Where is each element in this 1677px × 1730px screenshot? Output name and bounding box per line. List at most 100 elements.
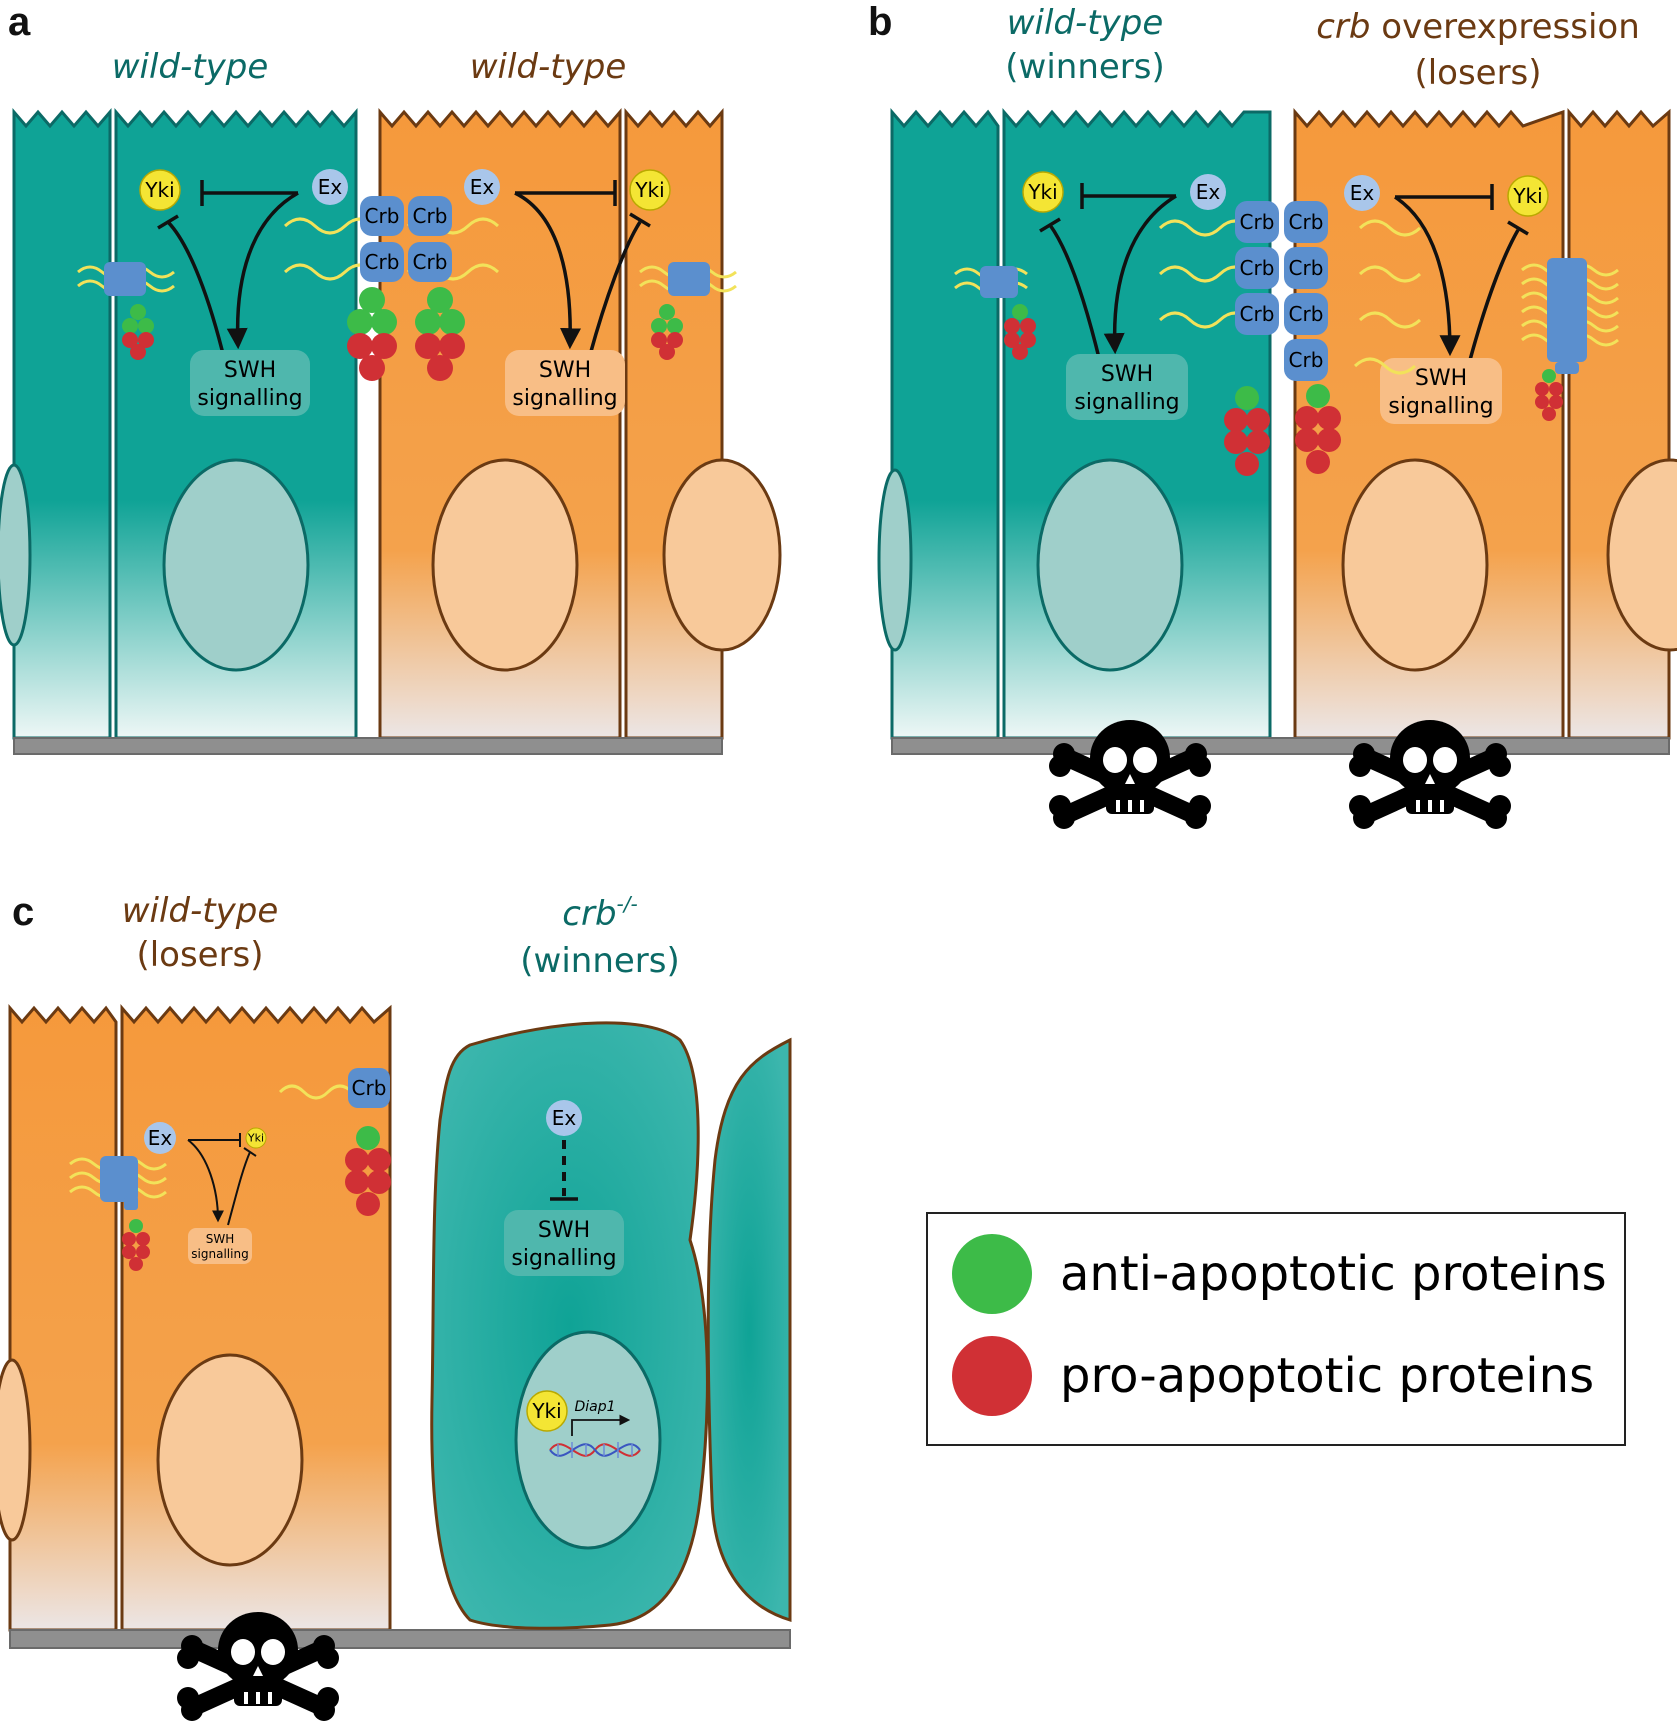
legend-swatch-anti xyxy=(952,1234,1032,1314)
legend-swatch-pro xyxy=(952,1336,1032,1416)
yki-label: Yki xyxy=(1512,184,1542,208)
yki-protein xyxy=(1022,171,1064,213)
ex-label: Ex xyxy=(318,175,343,199)
nucleus xyxy=(1036,458,1184,672)
yki-protein xyxy=(629,169,671,211)
ex-protein xyxy=(546,1100,582,1136)
nucleus xyxy=(877,468,913,652)
swh-box xyxy=(505,350,625,416)
ex-protein xyxy=(1190,174,1226,210)
inhibition-bar xyxy=(243,1147,257,1157)
crb-label: Crb xyxy=(1289,210,1324,234)
swh-label-2: signalling xyxy=(1388,394,1493,419)
apoptotic-cluster xyxy=(347,287,397,381)
crb-stack xyxy=(69,1156,167,1210)
crb-protein xyxy=(1284,339,1328,381)
crb-label: Crb xyxy=(1240,302,1275,326)
teal-cell-edge xyxy=(890,107,1000,740)
ex-label: Ex xyxy=(148,1126,173,1150)
activation-arrow xyxy=(514,191,582,350)
crb-label: Crb xyxy=(1289,348,1324,372)
swh-label: SWH xyxy=(1101,362,1153,387)
crb-label: Crb xyxy=(1240,210,1275,234)
inhibition-arrow xyxy=(227,1151,251,1226)
crb-tail xyxy=(1358,219,1422,237)
panel-c-label: c xyxy=(12,890,34,934)
panel-a-label: a xyxy=(8,0,31,44)
crb-stack xyxy=(1521,258,1619,374)
apoptotic-cluster xyxy=(415,287,465,381)
crb-protein xyxy=(360,242,404,282)
crb-label: Crb xyxy=(352,1076,387,1100)
swh-label-2: signalling xyxy=(512,386,617,411)
panel-b-left-subtitle: (winners) xyxy=(1005,47,1165,87)
swh-label-2: signalling xyxy=(191,1247,248,1261)
legend-box xyxy=(926,1212,1626,1446)
nucleus xyxy=(156,1353,304,1567)
panel-a-right-title: wild-type xyxy=(470,47,627,87)
inhibition-bar xyxy=(157,214,179,230)
inhibition-bar xyxy=(629,212,651,228)
activation-arrow xyxy=(187,1139,224,1223)
swh-label: SWH xyxy=(206,1232,235,1246)
inhibition-arrow xyxy=(1468,229,1520,361)
swh-label: SWH xyxy=(1415,366,1467,391)
crb-protein xyxy=(980,266,1018,298)
inhibition-arrow xyxy=(1048,223,1102,363)
basement-membrane xyxy=(891,737,1670,755)
yki-label: Yki xyxy=(247,1132,264,1145)
yki-label: Yki xyxy=(531,1399,561,1423)
nucleus xyxy=(1341,458,1489,672)
crb-tail xyxy=(1353,357,1417,375)
activation-arrow xyxy=(1103,194,1177,355)
panel-c-right-subtitle: (winners) xyxy=(520,941,680,981)
yki-protein xyxy=(526,1390,568,1432)
activation-arrow xyxy=(1394,195,1461,357)
panel-c-left-subtitle: (losers) xyxy=(136,935,263,975)
apoptotic-cluster xyxy=(651,304,683,360)
crb-label: Crb xyxy=(1289,302,1324,326)
ex-protein xyxy=(312,169,348,205)
crb-protein xyxy=(1235,247,1279,289)
legend-label-anti: anti-apoptotic proteins xyxy=(1060,1246,1607,1302)
yki-label: Yki xyxy=(1027,180,1057,204)
orange-cell-edge xyxy=(8,1003,118,1632)
swh-label-2: signalling xyxy=(197,386,302,411)
transcription-arrow xyxy=(571,1414,631,1436)
swh-label: SWH xyxy=(538,1218,590,1243)
crb-label: Crb xyxy=(413,250,448,274)
ex-protein xyxy=(144,1122,176,1154)
nucleus xyxy=(162,458,310,672)
crb-protein xyxy=(408,196,452,236)
swh-label: SWH xyxy=(539,358,591,383)
ex-label: Ex xyxy=(1196,180,1221,204)
crb-label: Crb xyxy=(365,250,400,274)
teal-cell-edge xyxy=(12,107,112,740)
apoptotic-cluster xyxy=(122,304,154,360)
apoptotic-cluster xyxy=(1004,304,1036,360)
ex-protein xyxy=(464,169,500,205)
yki-protein xyxy=(139,169,181,211)
swh-label-2: signalling xyxy=(511,1246,616,1271)
crb-protein xyxy=(668,262,710,296)
crb-tail xyxy=(1358,265,1422,283)
crb-protein xyxy=(1235,201,1279,243)
swh-box xyxy=(190,350,310,416)
crb-protein xyxy=(408,242,452,282)
yki-protein xyxy=(245,1127,267,1149)
apoptotic-cluster xyxy=(122,1219,150,1271)
basement-membrane xyxy=(13,737,723,755)
inhibition-arrow xyxy=(588,221,642,356)
crb-label: Crb xyxy=(1289,256,1324,280)
swh-box xyxy=(504,1210,624,1276)
ex-label: Ex xyxy=(470,175,495,199)
ex-protein xyxy=(1344,175,1380,211)
gene-label: Diap1 xyxy=(574,1399,615,1415)
inhibition-bar xyxy=(1039,217,1061,233)
crb-tail xyxy=(278,1084,354,1100)
crb-protein xyxy=(104,262,146,296)
nucleus xyxy=(514,1330,662,1550)
yki-protein xyxy=(1507,175,1549,217)
activation-arrow xyxy=(226,191,299,350)
